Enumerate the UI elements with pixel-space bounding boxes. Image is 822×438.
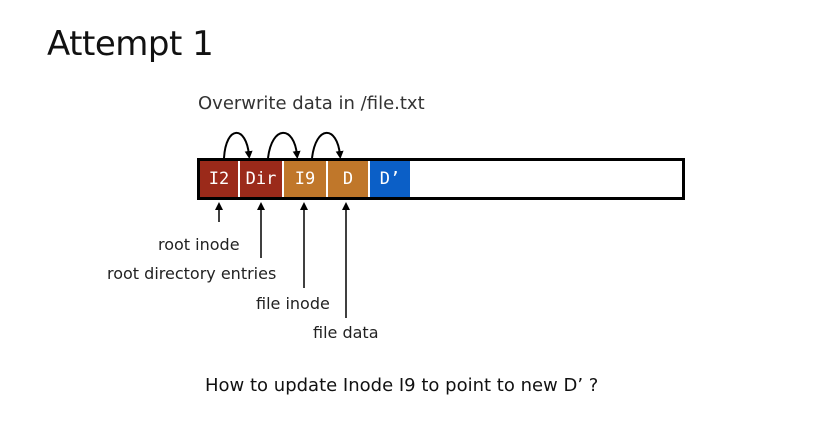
- label-file-data: file data: [313, 323, 379, 342]
- block-root-directory: Dir: [240, 161, 282, 197]
- block-new-data: D’: [370, 161, 410, 197]
- label-root-directory-entries: root directory entries: [107, 264, 277, 283]
- block-root-inode: I2: [200, 161, 238, 197]
- pointer-arc-i9-to-d: [311, 131, 344, 159]
- label-file-inode: file inode: [256, 294, 330, 313]
- slide-title: Attempt 1: [47, 24, 214, 64]
- block-file-data: D: [328, 161, 368, 197]
- pointer-arc-i2-to-dir: [223, 131, 253, 159]
- block-file-inode: I9: [284, 161, 326, 197]
- diagram-caption: Overwrite data in /file.txt: [198, 93, 425, 114]
- question-text: How to update Inode I9 to point to new D…: [205, 375, 599, 396]
- pointer-arc-dir-to-i9: [267, 131, 301, 159]
- label-root-inode: root inode: [158, 235, 240, 254]
